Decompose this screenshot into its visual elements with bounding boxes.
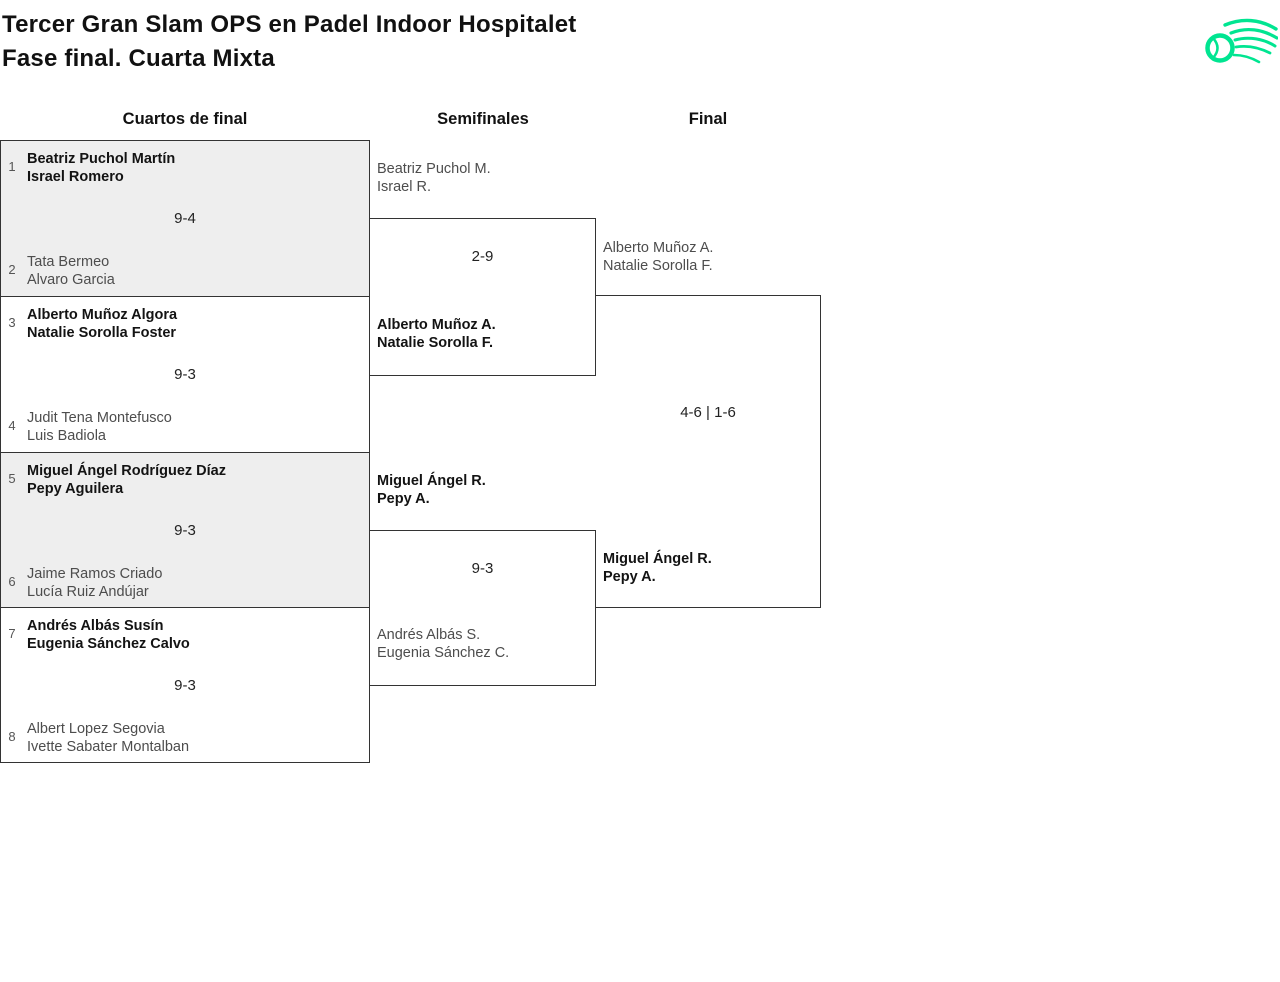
seed-number: 7 <box>8 626 16 641</box>
player-name: Ivette Sabater Montalban <box>27 739 190 755</box>
quarterfinal-match-4: 7 Andrés Albás Susín Eugenia Sánchez Cal… <box>0 607 370 763</box>
player-name: Eugenia Sánchez C. <box>377 645 510 661</box>
player-name: Luis Badiola <box>27 428 106 444</box>
player-name: Pepy A. <box>377 491 430 507</box>
seed-number: 8 <box>8 729 16 744</box>
team-name: Miguel Ángel R. Pepy A. <box>603 550 712 586</box>
player-name: Beatriz Puchol M. <box>377 161 491 177</box>
round-header-semifinals: Semifinales <box>437 110 529 128</box>
quarterfinal-match-1: 1 Beatriz Puchol Martín Israel Romero 9-… <box>0 140 370 297</box>
team-name: Judit Tena Montefusco Luis Badiola <box>27 409 172 445</box>
team-name: Beatriz Puchol Martín Israel Romero <box>27 150 175 186</box>
player-name: Natalie Sorolla Foster <box>27 325 177 341</box>
seed-number: 3 <box>8 315 16 330</box>
player-name: Judit Tena Montefusco <box>27 410 172 426</box>
team-name: Alberto Muñoz A. Natalie Sorolla F. <box>377 316 496 352</box>
match-score: 9-3 <box>174 366 196 383</box>
player-name: Miguel Ángel R. <box>603 551 712 567</box>
team-name: Beatriz Puchol M. Israel R. <box>377 160 491 196</box>
team-name: Alberto Muñoz A. Natalie Sorolla F. <box>603 239 713 275</box>
seed-number: 5 <box>8 471 16 486</box>
seed-number: 4 <box>8 418 16 433</box>
semifinal-match-2-box <box>369 530 596 686</box>
padel-ball-logo-icon <box>1205 18 1278 64</box>
seed-number: 6 <box>8 574 16 589</box>
player-name: Alberto Muñoz Algora <box>27 307 178 323</box>
player-name: Andrés Albás S. <box>377 627 481 643</box>
team-name: Tata Bermeo Alvaro Garcia <box>27 253 115 289</box>
page-subtitle: Fase final. Cuarta Mixta <box>2 45 275 72</box>
seed-number: 2 <box>8 262 16 277</box>
player-name: Andrés Albás Susín <box>27 618 164 634</box>
player-name: Natalie Sorolla F. <box>603 258 713 274</box>
round-header-quarterfinals: Cuartos de final <box>122 110 248 128</box>
player-name: Lucía Ruiz Andújar <box>27 584 149 600</box>
team-name: Jaime Ramos Criado Lucía Ruiz Andújar <box>27 565 162 601</box>
player-name: Alberto Muñoz A. <box>603 240 714 256</box>
round-header-final: Final <box>688 110 728 128</box>
team-name: Andrés Albás S. Eugenia Sánchez C. <box>377 626 509 662</box>
match-score: 4-6 | 1-6 <box>680 404 736 421</box>
team-name: Alberto Muñoz Algora Natalie Sorolla Fos… <box>27 306 177 342</box>
quarterfinal-match-3: 5 Miguel Ángel Rodríguez Díaz Pepy Aguil… <box>0 452 370 609</box>
match-score: 9-4 <box>174 210 196 227</box>
player-name: Albert Lopez Segovia <box>27 721 165 737</box>
match-score: 9-3 <box>471 560 494 577</box>
final-match-box <box>595 295 821 608</box>
player-name: Natalie Sorolla F. <box>377 335 494 351</box>
team-name: Albert Lopez Segovia Ivette Sabater Mont… <box>27 720 189 756</box>
player-name: Alberto Muñoz A. <box>377 317 496 333</box>
player-name: Miguel Ángel Rodríguez Díaz <box>27 463 226 479</box>
team-name: Miguel Ángel R. Pepy A. <box>377 472 486 508</box>
player-name: Pepy Aguilera <box>27 481 124 497</box>
semifinal-match-1-box <box>369 218 596 376</box>
match-score: 2-9 <box>471 248 494 265</box>
player-name: Beatriz Puchol Martín <box>27 151 176 167</box>
player-name: Alvaro Garcia <box>27 272 115 288</box>
player-name: Jaime Ramos Criado <box>27 566 163 582</box>
seed-number: 1 <box>8 159 16 174</box>
player-name: Israel R. <box>377 179 431 195</box>
player-name: Israel Romero <box>27 169 124 185</box>
team-name: Miguel Ángel Rodríguez Díaz Pepy Aguiler… <box>27 462 226 498</box>
player-name: Eugenia Sánchez Calvo <box>27 636 190 652</box>
player-name: Tata Bermeo <box>27 254 110 270</box>
quarterfinal-match-2: 3 Alberto Muñoz Algora Natalie Sorolla F… <box>0 296 370 453</box>
player-name: Miguel Ángel R. <box>377 473 486 489</box>
page-title: Tercer Gran Slam OPS en Padel Indoor Hos… <box>2 11 577 38</box>
match-score: 9-3 <box>174 522 196 539</box>
team-name: Andrés Albás Susín Eugenia Sánchez Calvo <box>27 617 190 653</box>
player-name: Pepy A. <box>603 569 656 585</box>
match-score: 9-3 <box>174 677 196 694</box>
